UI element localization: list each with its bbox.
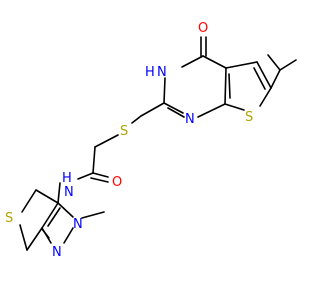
bond-ch2-co — [92, 146, 96, 174]
bond-c4-n3 — [181, 55, 204, 68]
bond-n1-c7a — [197, 103, 226, 118]
bond-c6-ch — [270, 69, 281, 89]
bond-ch2-s — [21, 189, 37, 213]
bond-c4a-c5 — [225, 61, 258, 69]
bonds — [19, 36, 297, 251]
bond-n2-n1 — [63, 227, 74, 244]
structure-svg: O H N N S S O H N S N N — [5, 21, 297, 260]
atom-s-thiophene: S — [245, 110, 253, 125]
bond-c5-c6 — [256, 61, 272, 89]
bond-c7a-c4a-double — [228, 73, 231, 99]
bond-c3a-c3-double — [47, 207, 61, 227]
bond-s-ch2b — [19, 224, 28, 251]
bond-c6-s — [259, 87, 272, 107]
bond-n2-me — [81, 211, 105, 219]
bond-c2-ch2 — [140, 102, 165, 117]
bond-s-c7a — [224, 103, 245, 111]
molecule-diagram: O H N N S S O H N S N N — [5, 21, 297, 260]
bond-c4-c4a — [202, 55, 227, 69]
bond-ch-me2 — [279, 59, 297, 71]
bond-c7a-c4a — [224, 67, 227, 105]
atom-n-pyrazole-methyl: N — [73, 217, 83, 232]
bond-c7a-c3a — [41, 202, 59, 229]
bond-c-o-amide-b — [90, 177, 109, 183]
atom-s-thioether: S — [120, 124, 128, 139]
bond-co-n — [77, 172, 94, 180]
atom-n-amide: N — [64, 185, 74, 200]
atom-s-thiophane: S — [5, 211, 13, 226]
atom-n-pyrazole-bottom: N — [52, 245, 62, 260]
bond-c5-c6-double — [253, 67, 266, 90]
bond-ch2-s — [131, 115, 142, 124]
bond-n3-c2 — [163, 77, 166, 104]
bond-ch-me1 — [267, 54, 281, 71]
atom-n3: N — [157, 65, 167, 80]
atom-labels: O H N N S S O H N S N N — [5, 21, 253, 260]
bond-n-c3 — [57, 182, 61, 204]
atom-o-amide: O — [112, 175, 122, 190]
atom-o-top: O — [198, 21, 208, 36]
bond-c3a-ch2 — [35, 189, 59, 204]
bond-s-ch2 — [94, 134, 119, 148]
atom-n1: N — [185, 112, 195, 127]
bond-c-o-amide-a — [92, 172, 109, 178]
bond-c2-n1 — [163, 102, 184, 114]
bond-c2-n1-double — [167, 107, 185, 118]
bond-c3-n2 — [57, 202, 74, 218]
bond-n1-c7a-double — [41, 228, 50, 239]
bond-ch2b-c7a — [26, 227, 43, 251]
atom-h-n3: H — [145, 65, 155, 80]
atom-h-amide: H — [62, 171, 72, 186]
